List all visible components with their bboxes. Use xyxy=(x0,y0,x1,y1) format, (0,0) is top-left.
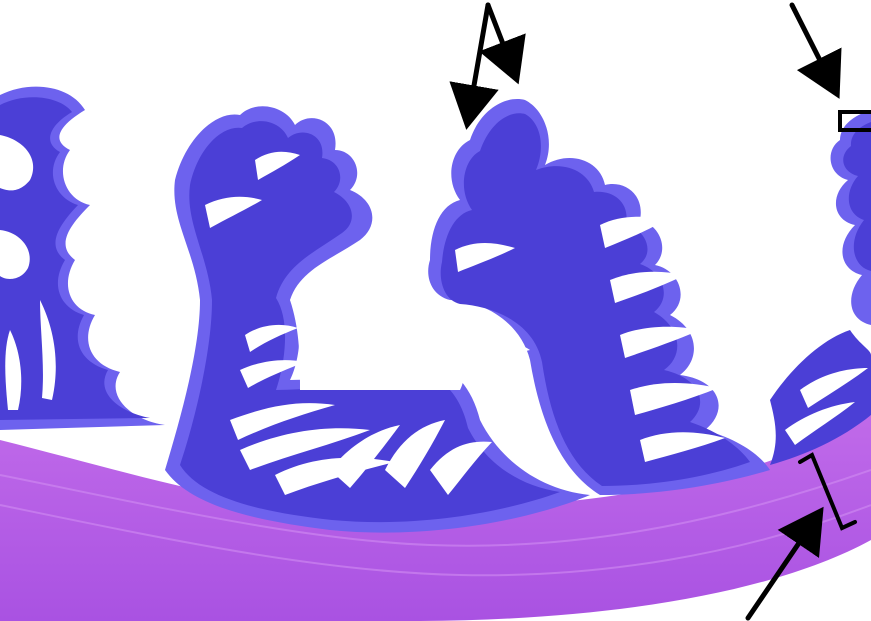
annotation-arrow-villus-width xyxy=(792,5,871,130)
fold-far-right xyxy=(770,110,871,465)
fold-left xyxy=(0,87,165,430)
